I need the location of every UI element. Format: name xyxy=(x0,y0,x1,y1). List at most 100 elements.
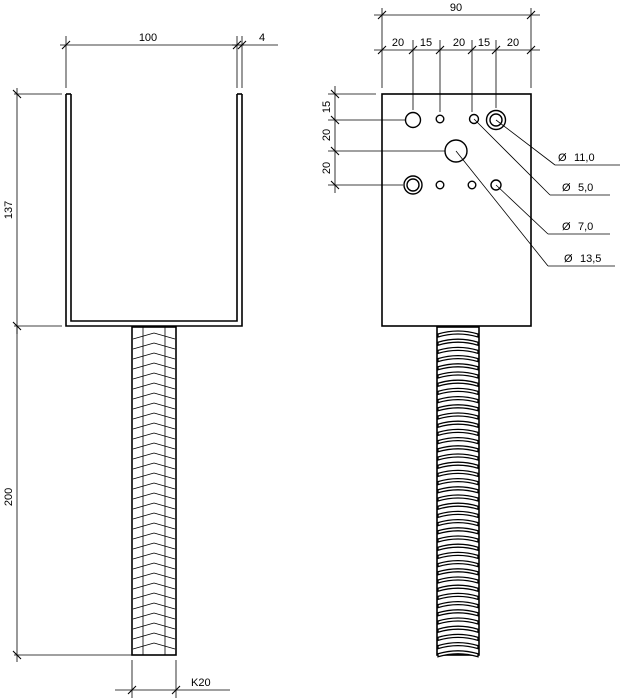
rebar-rib xyxy=(132,522,176,530)
rebar-rib xyxy=(132,552,176,560)
rebar-side-outline xyxy=(436,326,480,656)
rebar-rib xyxy=(132,582,176,590)
hole-callout-7-symbol: Ø xyxy=(562,221,571,233)
rebar-rib xyxy=(132,342,176,350)
dim-total-label: 90 xyxy=(450,2,462,14)
dim-h2-label: 15 xyxy=(420,37,432,49)
rebar-rib xyxy=(132,532,176,540)
rebar-side-rib xyxy=(437,379,479,388)
rebar-rib xyxy=(132,422,176,430)
dim-v1-label: 15 xyxy=(321,101,333,113)
rebar-side-rib xyxy=(437,609,479,617)
rebar-side-rib xyxy=(437,576,479,584)
hole-11-bottom-left-inner xyxy=(406,178,420,192)
dim-rod-k20: K20 xyxy=(115,660,230,698)
dim-width-label: 100 xyxy=(139,32,157,44)
hole-callout-5-symbol: Ø xyxy=(562,182,571,194)
rebar-side-rib xyxy=(437,461,479,470)
rebar-rib xyxy=(132,492,176,500)
hole-callout-5-value: 5,0 xyxy=(578,182,593,194)
rebar-side-rib xyxy=(437,436,479,445)
rebar-side-rib xyxy=(437,502,479,511)
rebar-side-rib xyxy=(437,486,479,494)
rebar-side-rib xyxy=(437,346,479,355)
rebar-rib xyxy=(132,352,176,360)
rebar-side-rib xyxy=(437,650,479,658)
rebar-rib xyxy=(132,332,176,340)
dim-rod-label: K20 xyxy=(191,677,211,689)
rebar-side-rib xyxy=(437,445,479,453)
hole-callout-5: Ø 5,0 xyxy=(473,118,610,196)
dim-wall-label: 4 xyxy=(259,32,265,44)
rebar-side-rib xyxy=(437,354,479,363)
rebar-side-rib xyxy=(437,363,479,371)
rebar-side-rib xyxy=(437,428,479,437)
rebar-side-rib xyxy=(437,395,479,404)
hole-5-bottom-mid xyxy=(435,180,445,190)
dim-h5-label: 20 xyxy=(507,37,519,49)
rebar-rib xyxy=(132,482,176,490)
hole-callout-13-5: Ø 13,5 xyxy=(455,150,615,267)
side-view: 90 20 15 20 15 20 xyxy=(321,2,620,658)
side-plate-outline xyxy=(381,93,532,327)
dim-h4-label: 15 xyxy=(478,37,490,49)
rebar-side-rib xyxy=(437,527,479,535)
rebar-rib xyxy=(132,512,176,520)
rebar-side-rib xyxy=(437,559,479,568)
dim-h1-label: 20 xyxy=(392,37,404,49)
rebar-rib xyxy=(132,362,176,370)
rebar-rib xyxy=(132,612,176,620)
rebar-side-rib xyxy=(437,387,479,396)
rebar-rib xyxy=(132,632,176,640)
rebar-rib xyxy=(132,432,176,440)
hole-11-top-left xyxy=(404,111,422,129)
side-plate-holes xyxy=(403,109,507,195)
hole-callout-13-5-symbol: Ø xyxy=(564,253,573,265)
rebar-rib xyxy=(132,382,176,390)
rebar-rib xyxy=(132,502,176,510)
dim-h3-label: 20 xyxy=(453,37,465,49)
rebar-side-rib xyxy=(437,641,479,650)
rebar-rib xyxy=(132,402,176,410)
rebar-rib xyxy=(132,372,176,380)
hole-callout-11-symbol: Ø xyxy=(558,152,567,164)
rebar-side-rib xyxy=(437,404,479,412)
dim-rod-length-label: 200 xyxy=(3,488,15,506)
dim-total-90: 90 xyxy=(374,2,540,88)
rebar-rib xyxy=(132,472,176,480)
rebar-outline xyxy=(131,326,177,656)
rebar-rib xyxy=(132,392,176,400)
rebar-side-rib xyxy=(437,584,479,593)
dim-hole-spacing-vertical: 15 20 20 xyxy=(321,86,445,193)
rebar-side-rib xyxy=(437,420,479,429)
rebar-side-rib xyxy=(437,617,479,625)
rebar-rod-side xyxy=(436,326,480,658)
socket-outer-profile xyxy=(65,94,243,327)
dim-v3-label: 20 xyxy=(321,162,333,174)
rebar-rib xyxy=(132,642,176,650)
rebar-side-ribs xyxy=(437,330,479,658)
dim-v2-label: 20 xyxy=(321,129,333,141)
rebar-side-rib xyxy=(437,338,479,347)
rebar-ribs xyxy=(132,332,176,650)
rebar-side-rib xyxy=(437,494,479,502)
rebar-rib xyxy=(132,572,176,580)
rebar-rod-front xyxy=(131,326,177,656)
rebar-rib xyxy=(132,462,176,470)
rebar-side-rib xyxy=(437,412,479,420)
rebar-side-rib xyxy=(437,469,479,478)
rebar-side-rib xyxy=(437,371,479,379)
rebar-side-rib xyxy=(437,600,479,609)
hole-callout-7-value: 7,0 xyxy=(578,221,593,233)
dim-hole-spacing-horizontal: 20 15 20 15 20 xyxy=(374,37,540,112)
dim-socket-height-label: 137 xyxy=(3,201,15,219)
rebar-rib xyxy=(132,562,176,570)
hole-callout-11-value: 11,0 xyxy=(574,152,595,164)
dim-socket-height-137: 137 xyxy=(3,88,62,334)
rebar-side-rib xyxy=(437,330,479,338)
rebar-side-rib xyxy=(437,518,479,527)
rebar-side-rib xyxy=(437,543,479,552)
hole-5-bottom-mid2 xyxy=(467,180,477,190)
dim-rod-length-200: 200 xyxy=(3,326,132,662)
